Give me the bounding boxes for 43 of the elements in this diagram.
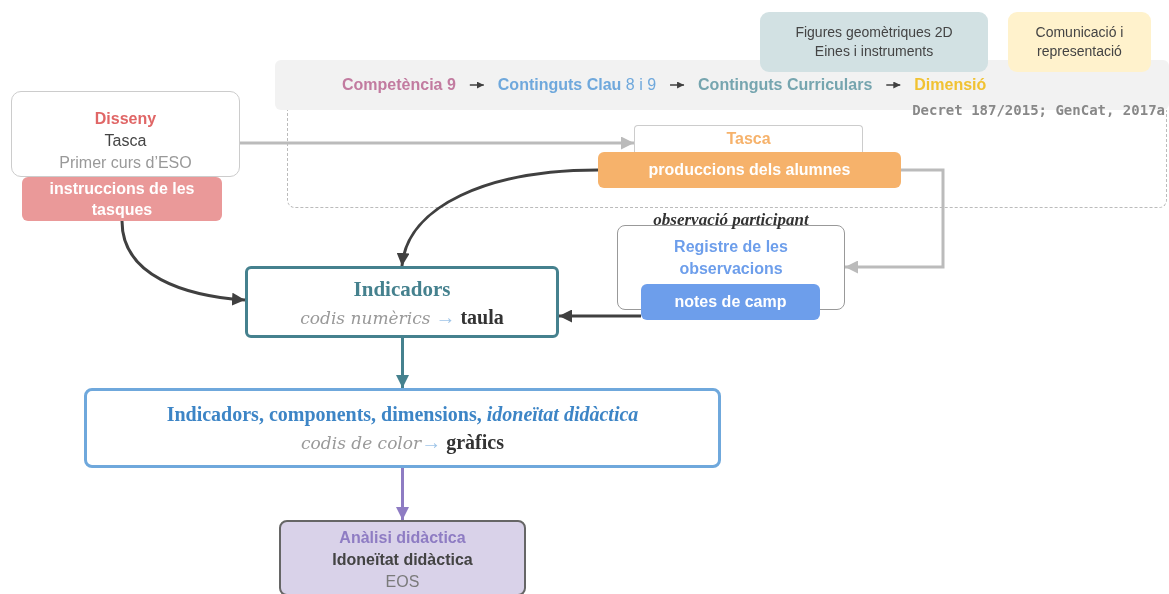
tag-box (1008, 12, 1151, 72)
card-title: Disseny (93, 109, 158, 129)
handwritten-heading: observació participant (653, 210, 809, 230)
box-subtitle: codis numèrics → taula (299, 305, 505, 330)
card-box (11, 91, 240, 177)
card-text: Tasca (103, 131, 148, 151)
box-subtitle: codis de color→ gràfics (300, 430, 505, 456)
tag-text: Comunicació i representació (1034, 23, 1125, 61)
arrow (120, 220, 246, 306)
chain-label: Continguts Curriculars (684, 76, 887, 94)
arrow (396, 468, 409, 520)
card-title: Registre de les observacions (673, 237, 789, 279)
chain-label: Dimensió (900, 76, 1001, 94)
arrow (885, 81, 902, 89)
chain-label: Continguts Clau 8 i 9 (483, 76, 671, 94)
box-title: Indicadors, components, dimensions, idoneïtat didàctica (165, 402, 640, 428)
result-box (279, 520, 526, 594)
card-box (634, 125, 863, 152)
box-title: Anàlisi didàctica (338, 528, 467, 548)
chain-label: Competència 9 (328, 76, 470, 94)
tag-box (641, 284, 820, 320)
tag-text: notes de camp (674, 293, 787, 311)
arrow (396, 338, 409, 388)
arrow (559, 309, 641, 323)
tag-text: produccions dels alumnes (648, 161, 851, 179)
process-box (245, 266, 559, 338)
tag-box (760, 12, 988, 72)
arrow (240, 136, 634, 150)
arrow (845, 168, 945, 274)
card-title: Tasca (725, 130, 772, 148)
citation-note: Decret 187/2015; GenCat, 2017a (912, 102, 1165, 118)
tag-box (598, 152, 901, 188)
arrow (669, 81, 685, 89)
arrow (398, 168, 599, 267)
arrow (469, 81, 485, 89)
card-subtitle: Primer curs d’ESO (58, 153, 193, 173)
tag-text: instruccions de les tasques (48, 179, 196, 220)
box-subtitle: EOS (384, 572, 421, 592)
tag-box (22, 177, 222, 221)
process-box (84, 388, 721, 468)
box-text: Idoneïtat didàctica (331, 550, 474, 570)
box-title: Indicadors (352, 276, 452, 303)
tag-text: Figures geomètriques 2D Eines i instruments (794, 23, 954, 61)
